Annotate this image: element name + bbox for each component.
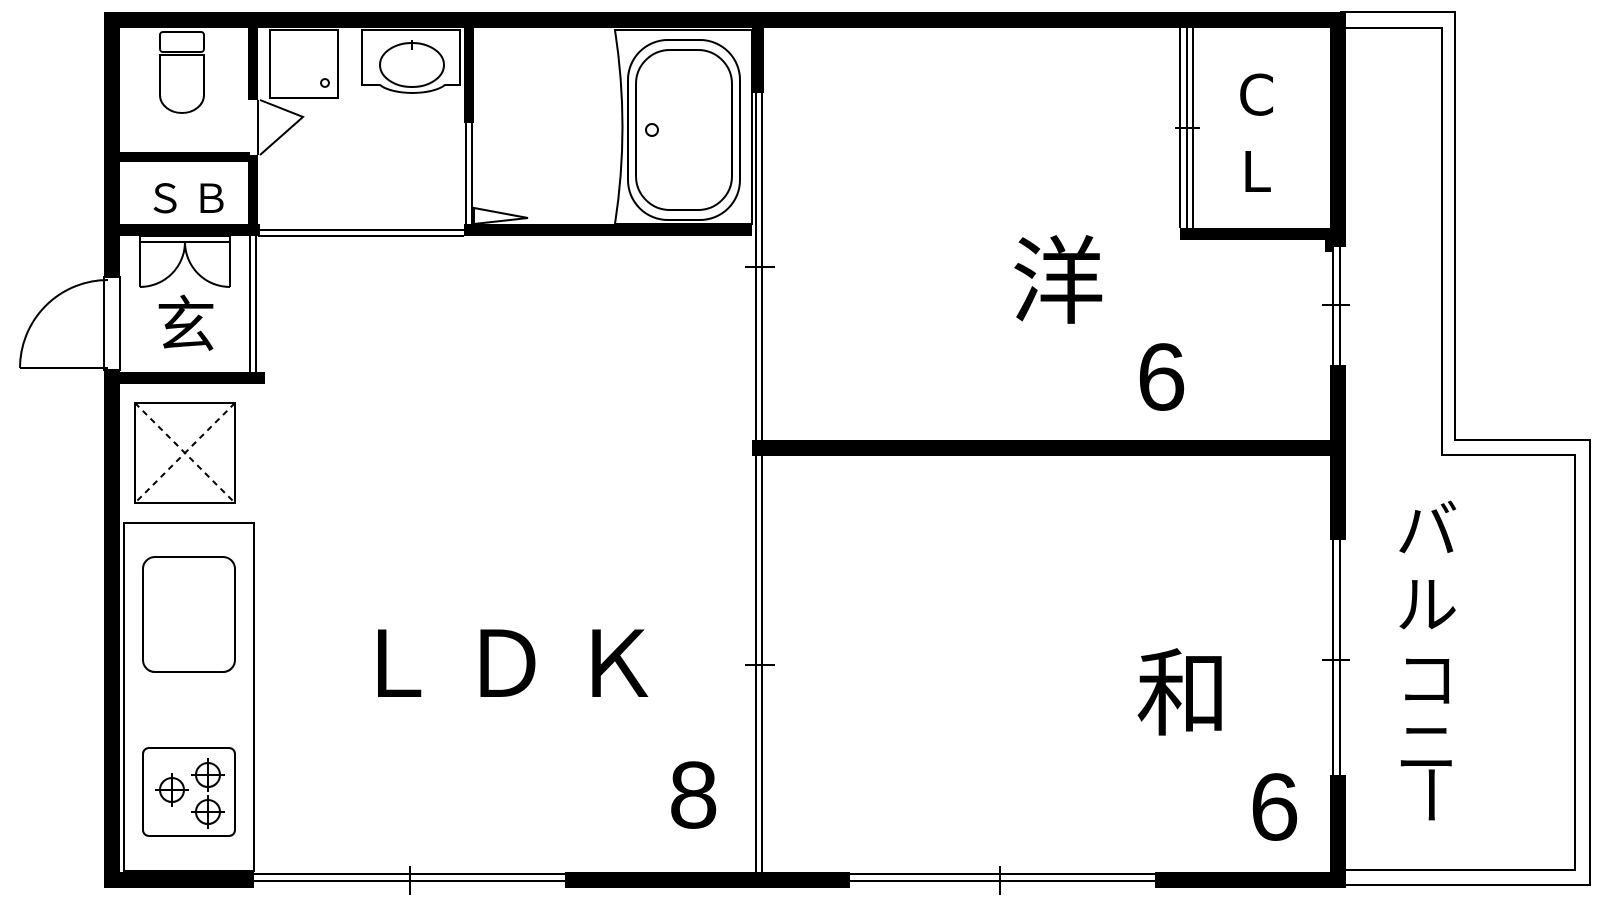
kitchen-counter [123, 522, 255, 872]
closet-label-l: L [1240, 141, 1271, 206]
shoebox-label: ＳＢ [145, 177, 237, 223]
closet-label-c: C [1237, 64, 1276, 129]
partitions [249, 28, 1350, 895]
stove-icon [142, 747, 236, 837]
balcony-char: ル [1395, 570, 1459, 644]
balcony-char: ー [1391, 763, 1465, 827]
exterior-walls [104, 12, 1346, 888]
interior-walls [120, 28, 1335, 456]
entrance-door [19, 276, 121, 371]
bathroom-door [473, 206, 529, 225]
ldk-label: ＬＤＫ [350, 612, 680, 719]
balcony-char: ニ [1395, 712, 1459, 786]
bathtub-icon [613, 29, 753, 225]
sink-icon [361, 29, 461, 94]
refrigerator-space [134, 402, 236, 504]
entrance-label: 玄 [155, 289, 217, 362]
japanese-room-label: 和 [1135, 639, 1231, 751]
ldk-size: 8 [667, 742, 720, 849]
toilet-icon [159, 31, 205, 114]
balcony-char: コ [1395, 645, 1459, 719]
japanese-room-size: 6 [1248, 754, 1301, 861]
balcony-char: バ [1395, 495, 1459, 569]
washing-machine-icon [269, 29, 339, 99]
balcony-outline [1340, 11, 1591, 886]
washroom-door [257, 99, 305, 156]
balcony-label: バ ル コ ニ ー [1391, 495, 1465, 827]
shoebox-doors [139, 235, 231, 288]
western-room-size: 6 [1135, 324, 1188, 431]
western-room-label: 洋 [1010, 227, 1106, 339]
